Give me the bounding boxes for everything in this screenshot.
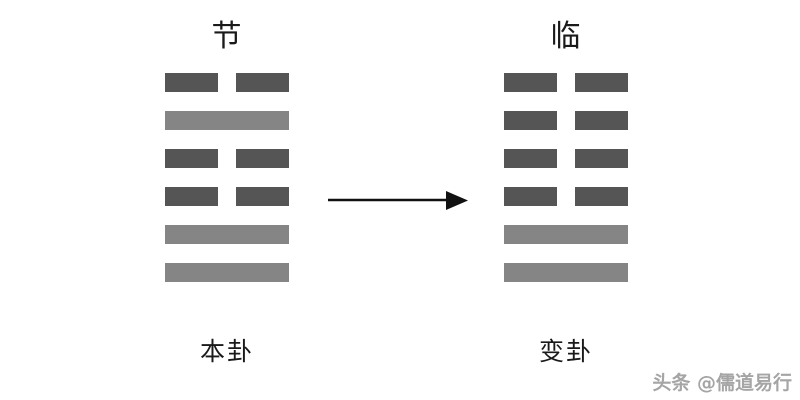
yang-line-segment (165, 111, 289, 130)
hexagram-right-lines (504, 73, 628, 282)
hexagram-right-caption: 变卦 (538, 337, 593, 366)
hexagram-line (165, 187, 289, 206)
hexagram-left-lines (165, 73, 289, 282)
yang-line-segment (165, 225, 289, 244)
yang-line-segment (165, 263, 289, 282)
yin-line-segment-left (504, 149, 557, 168)
yin-line-segment-right (236, 149, 289, 168)
yin-line-segment-right (575, 111, 628, 130)
yin-line-segment-right (236, 187, 289, 206)
hexagram-left-title: 节 (211, 19, 243, 54)
yin-line-segment-left (165, 187, 218, 206)
yin-line-segment-right (575, 73, 628, 92)
hexagram-right: 临 (461, 18, 671, 282)
watermark: 头条 @儒道易行 (652, 372, 792, 394)
yin-line-segment-left (165, 149, 218, 168)
yin-line-segment-right (575, 187, 628, 206)
hexagram-line (165, 263, 289, 282)
yin-line-segment-left (504, 73, 557, 92)
hexagram-line (504, 149, 628, 168)
hexagram-line (504, 225, 628, 244)
yin-line-segment-right (575, 149, 628, 168)
yin-line-segment-right (236, 73, 289, 92)
yin-line-segment-left (504, 111, 557, 130)
yang-line-segment (504, 225, 628, 244)
hexagram-line (165, 149, 289, 168)
yin-line-segment-left (165, 73, 218, 92)
transformation-arrow (328, 185, 468, 215)
hexagram-right-title: 临 (550, 19, 582, 54)
hexagram-left-caption: 本卦 (199, 337, 254, 366)
yang-line-segment (504, 263, 628, 282)
hexagram-line (504, 111, 628, 130)
yin-line-segment-left (504, 187, 557, 206)
hexagram-line (165, 111, 289, 130)
hexagram-left: 节 (122, 18, 332, 282)
hexagram-line (165, 73, 289, 92)
hexagram-line (504, 187, 628, 206)
hexagram-line (165, 225, 289, 244)
hexagram-line (504, 263, 628, 282)
hexagram-line (504, 73, 628, 92)
